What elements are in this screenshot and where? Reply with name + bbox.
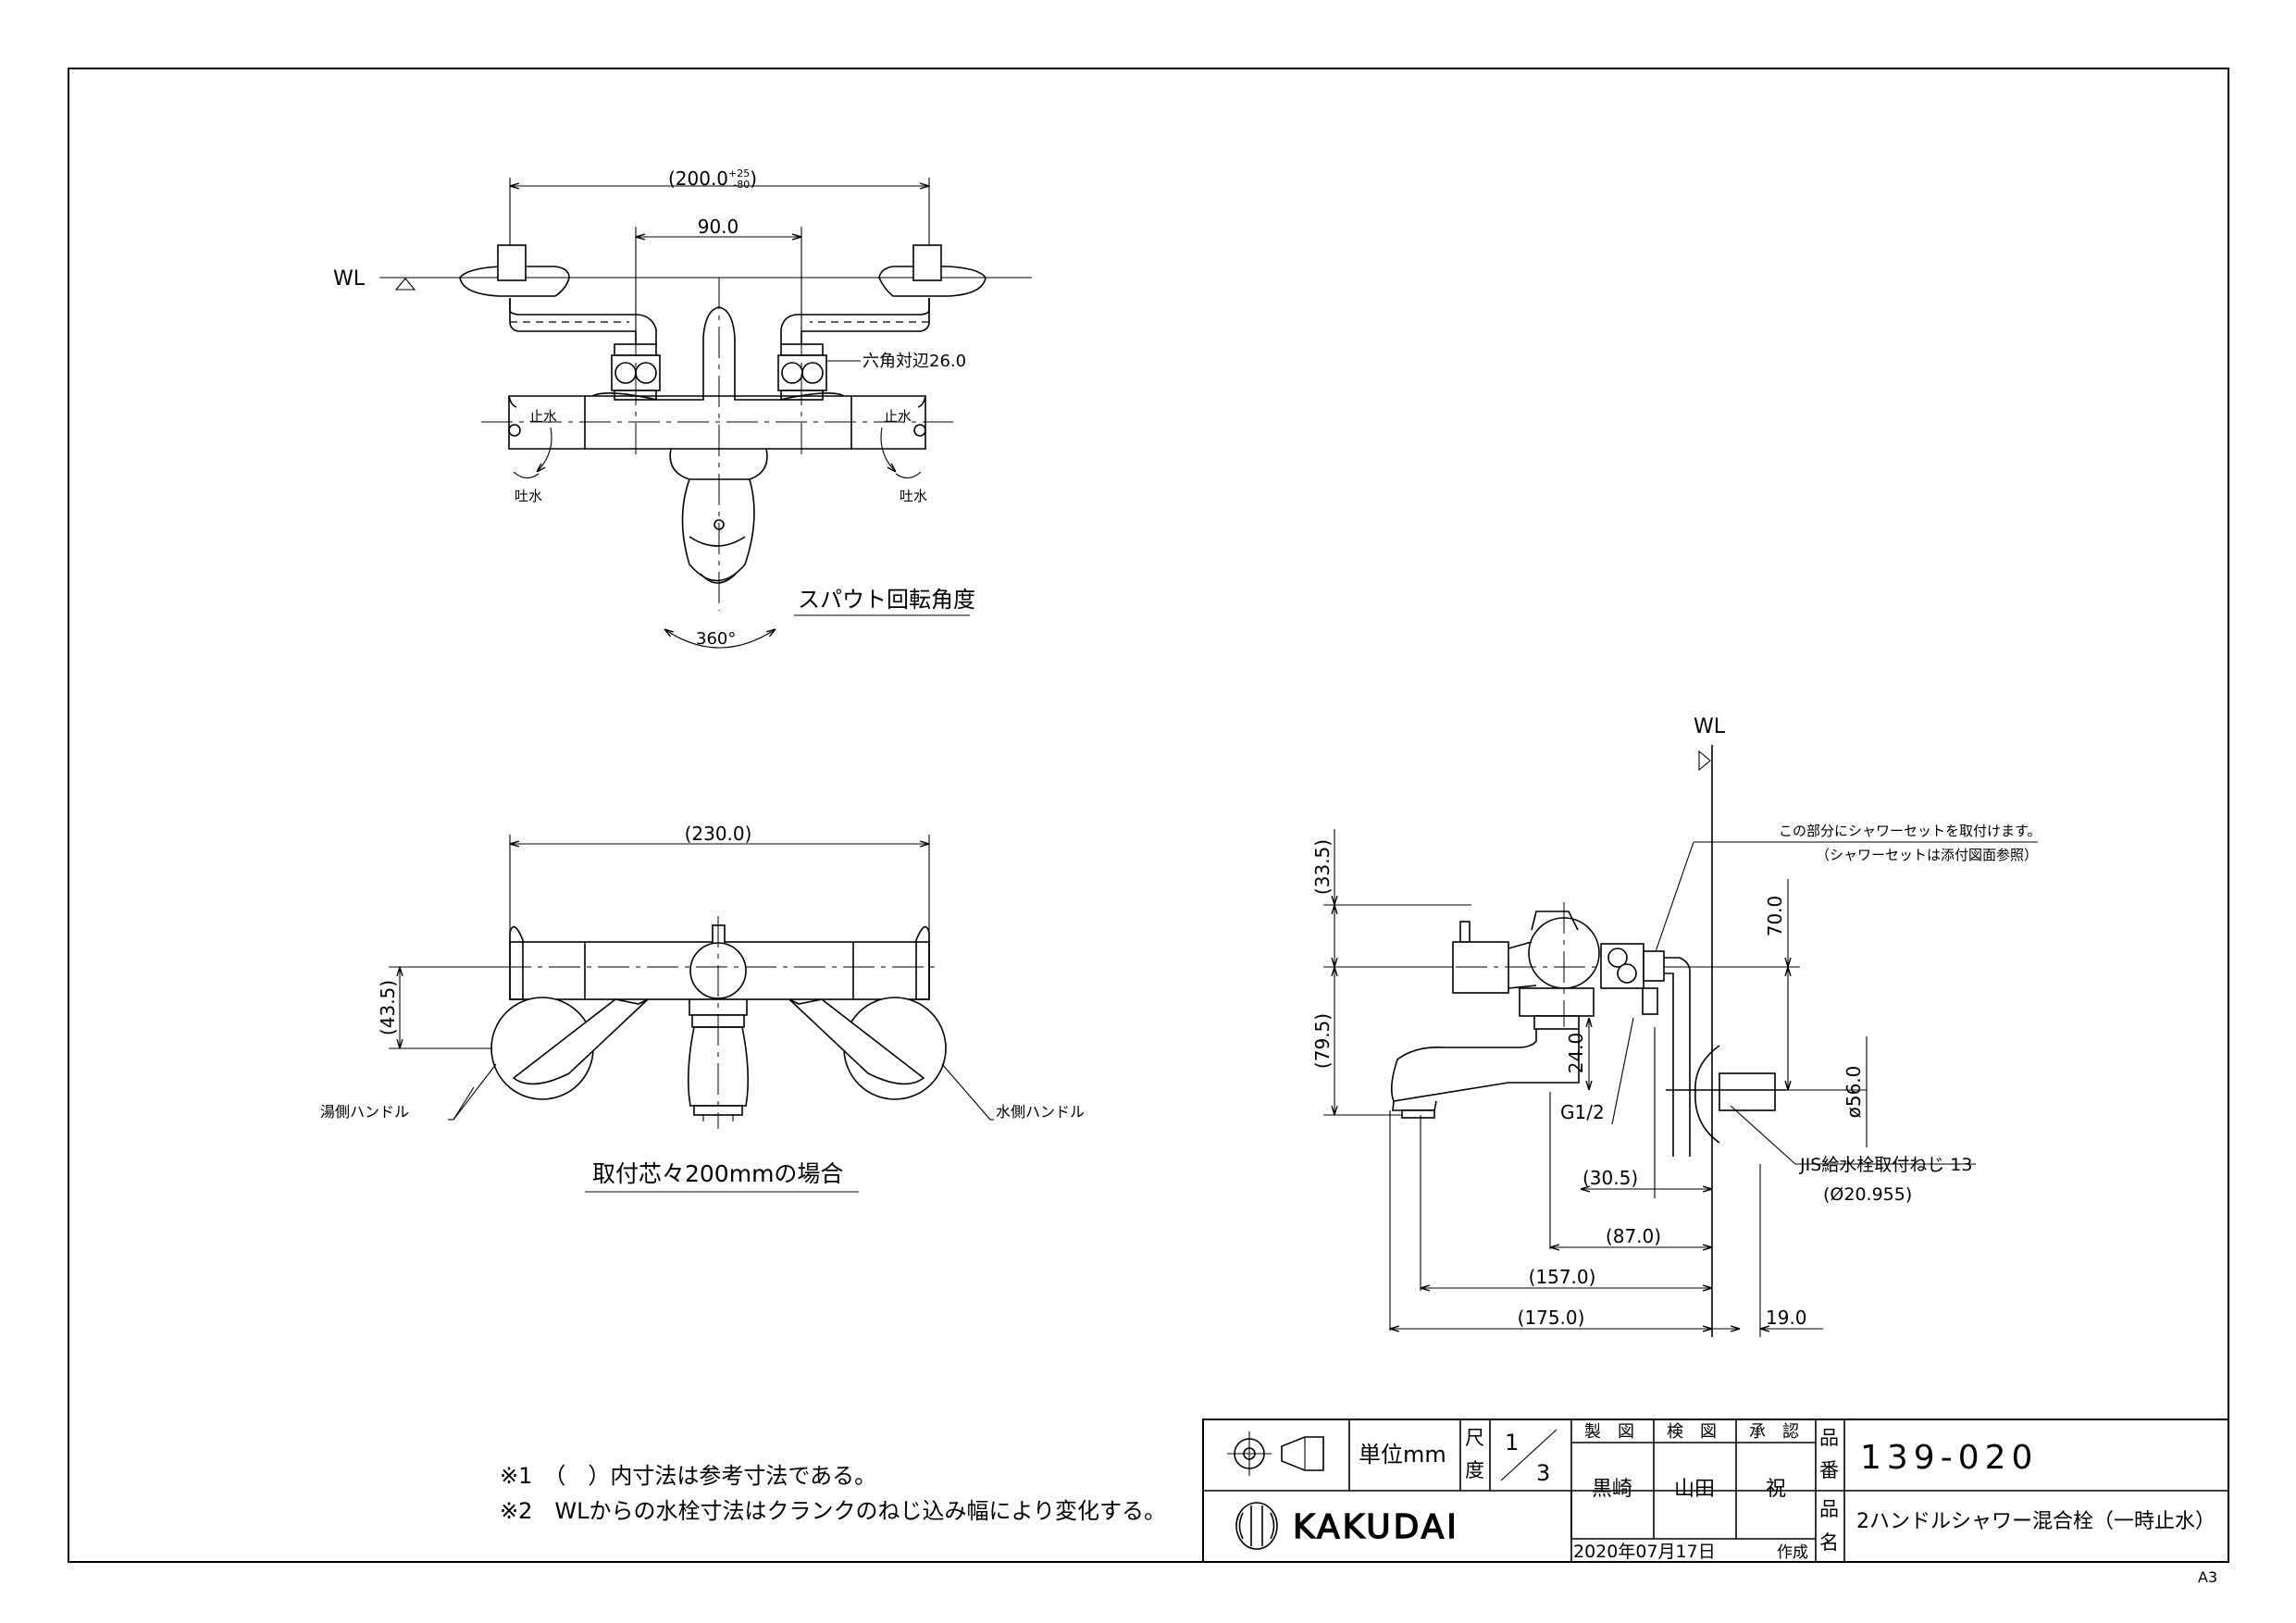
dim-87: (87.0) <box>1606 1225 1661 1247</box>
created-label: 作成 <box>1777 1543 1808 1562</box>
spout-left: 吐水 <box>515 488 542 504</box>
cold-handle-label: 水側ハンドル <box>996 1103 1085 1121</box>
dim-width: (230.0) <box>685 823 752 845</box>
dim-33-5: (33.5) <box>1311 839 1334 895</box>
dim-79-5: (79.5) <box>1311 1013 1334 1069</box>
hex-label: 六角対辺26.0 <box>863 352 966 371</box>
dim-height: (43.5) <box>377 980 399 1035</box>
rotation-label: スパウト回転角度 <box>798 587 975 613</box>
dim-tol-upper: +25 <box>728 167 750 180</box>
jis-dia: (Ø20.955) <box>1823 1184 1912 1205</box>
brand-name: KAKUDAI <box>1293 1508 1459 1546</box>
scale-den: 3 <box>1536 1460 1550 1486</box>
stop-left: 止水 <box>529 408 557 425</box>
dim-24: 24.0 <box>1565 1033 1587 1074</box>
part-no: 139-020 <box>1860 1439 2038 1477</box>
projection-symbol-icon <box>1227 1431 1324 1476</box>
made-label: 製 図 <box>1584 1422 1634 1442</box>
rotation-angle: 360° <box>696 629 736 649</box>
dim-tol-lower: -80 <box>733 179 750 191</box>
jis-label: JIS給水栓取付ねじ 13 <box>1799 1155 1972 1175</box>
approved-by: 祝 <box>1766 1478 1786 1501</box>
svg-text:(200.0+25-80): (200.0+25-80) <box>668 167 757 191</box>
dim-19: 19.0 <box>1766 1307 1807 1329</box>
scale-label-1: 尺 <box>1465 1427 1484 1449</box>
stop-right: 止水 <box>884 408 912 425</box>
top-view: (200.0+25-80) 90.0 WL 六角対辺26.0 <box>333 167 1032 649</box>
made-by: 黒崎 <box>1592 1478 1632 1501</box>
name-label-2: 名 <box>1819 1531 1839 1554</box>
g12-label: G1/2 <box>1560 1101 1605 1123</box>
dim-70: 70.0 <box>1764 896 1786 937</box>
kakudai-logo-icon <box>1235 1502 1278 1550</box>
part-no-label-2: 番 <box>1819 1459 1839 1481</box>
dim-56: ø56.0 <box>1843 1066 1865 1119</box>
wl-label-side: WL <box>1694 715 1726 738</box>
part-no-label-1: 品 <box>1819 1427 1839 1449</box>
note-1: ※1 （ ）内寸法は参考寸法である。 <box>500 1463 876 1489</box>
hot-handle-label: 湯側ハンドル <box>320 1103 409 1121</box>
dim-center: 90.0 <box>698 216 739 238</box>
name-label-1: 品 <box>1819 1498 1839 1520</box>
product-name: 2ハンドルシャワー混合栓（一時止水） <box>1856 1510 2215 1533</box>
unit: 単位mm <box>1359 1442 1446 1468</box>
scale-label-2: 度 <box>1465 1459 1484 1481</box>
shower-note-1: この部分にシャワーセットを取付けます。 <box>1779 823 2042 839</box>
checked-label: 検 図 <box>1667 1422 1717 1442</box>
dim-175: (175.0) <box>1518 1307 1585 1329</box>
scale-num: 1 <box>1505 1430 1519 1456</box>
dim-overall-close: ) <box>750 167 757 190</box>
title-block: 単位mm 尺 度 1 3 製 図 検 図 承 認 黒崎 山田 祝 品 番 139… <box>1202 1419 2229 1563</box>
approved-label: 承 認 <box>1749 1422 1799 1442</box>
side-view: WL この部分にシャワーセットを取付けます。 （シャワーセットは添付図面参照） … <box>1311 715 2042 1337</box>
drawing-frame <box>68 68 2229 1563</box>
date: 2020年07月17日 <box>1573 1542 1716 1562</box>
dim-157: (157.0) <box>1529 1266 1596 1288</box>
dim-overall: (200.0 <box>668 167 728 190</box>
note-2: ※2 WLからの水栓寸法はクランクのねじ込み幅により変化する。 <box>500 1498 1166 1524</box>
wl-label-top: WL <box>333 267 366 291</box>
dim-30-5: (30.5) <box>1582 1167 1638 1189</box>
checked-by: 山田 <box>1674 1478 1715 1501</box>
paper-size: A3 <box>2198 1568 2217 1586</box>
front-caption: 取付芯々200mmの場合 <box>592 1160 843 1187</box>
spout-right: 吐水 <box>900 488 927 504</box>
front-view: (230.0) (43.5) 湯側ハンドル 水側ハンドル <box>320 823 1085 1193</box>
shower-note-2: （シャワーセットは添付図面参照） <box>1816 847 2038 863</box>
